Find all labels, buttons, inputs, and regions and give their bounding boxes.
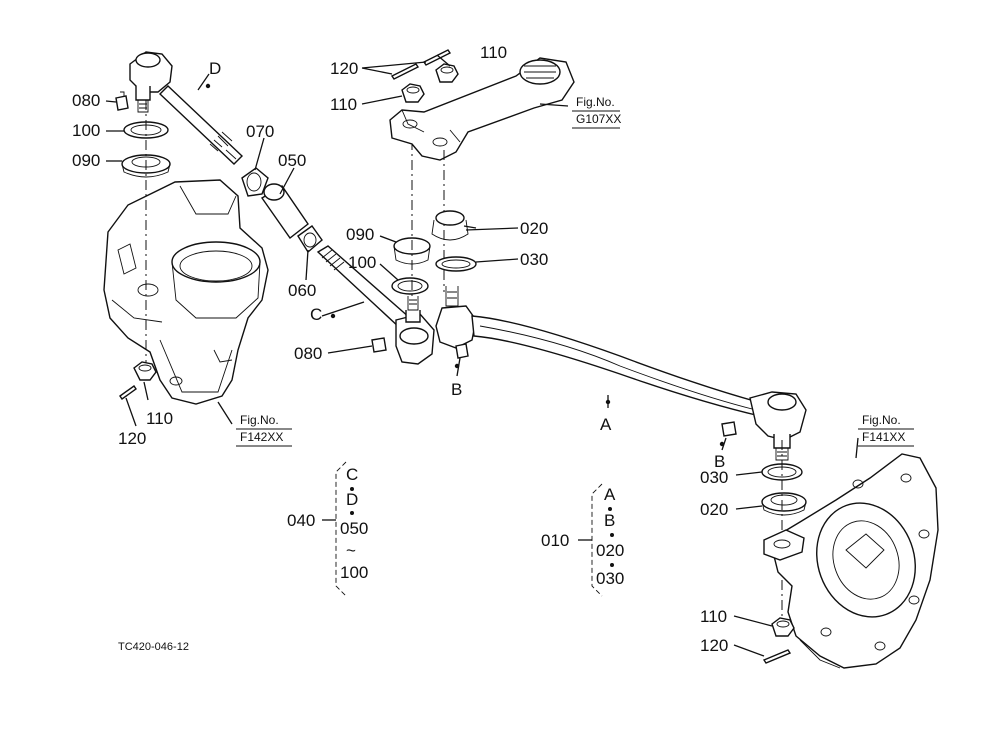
letter-b-right: B [714, 452, 725, 471]
part-110-left-bottom: 110 [146, 409, 173, 428]
fig-ref-label: Fig.No. [240, 413, 279, 427]
assembly-040: 040 C D 050 ~ 100 [287, 461, 368, 597]
tie-rod-d [129, 51, 244, 165]
leader-dot [605, 399, 611, 405]
part-100-mid: 100 [348, 253, 376, 272]
assembly-010: 010 A B 020 030 [541, 483, 624, 597]
mid-left-seal-stack [391, 237, 431, 295]
leader-dot [205, 83, 211, 89]
tie-rod-a [435, 286, 807, 461]
letter-d: D [209, 59, 221, 78]
tie-rod-c [316, 245, 435, 365]
letter-c: C [310, 305, 322, 324]
part-030-mid: 030 [520, 250, 548, 269]
drawing-code: TC420-046-12 [118, 641, 189, 653]
part-050: 050 [278, 151, 306, 170]
letter-b-mid: B [451, 380, 462, 399]
part-110-top-right: 110 [480, 43, 507, 62]
figure-ref-f141: Fig.No. F141XX [858, 413, 914, 447]
assembly-member: A [604, 485, 616, 504]
right-seal-stack [761, 463, 807, 516]
fig-ref-code: F141XX [862, 430, 905, 444]
left-bottom-nut-pin [119, 361, 157, 400]
figure-ref-g107: Fig.No. G107XX [572, 95, 621, 129]
part-080-mid: 080 [294, 344, 322, 363]
part-060: 060 [288, 281, 316, 300]
assembly-member: 030 [596, 569, 624, 588]
assembly-member: 020 [596, 541, 624, 560]
assembly-member: D [346, 490, 358, 509]
fig-ref-code: F142XX [240, 430, 283, 444]
part-080-left: 080 [72, 91, 100, 110]
left-seal-stack [115, 91, 171, 178]
part-020-mid: 020 [520, 219, 548, 238]
assembly-id: 010 [541, 531, 569, 550]
adjusting-sleeve-group [241, 167, 323, 254]
pitman-arm [389, 49, 575, 161]
part-070: 070 [246, 122, 274, 141]
part-120-right-bottom: 120 [700, 636, 728, 655]
part-030-right: 030 [700, 468, 728, 487]
letter-a: A [600, 415, 612, 434]
part-020-right: 020 [700, 500, 728, 519]
leader-lines [105, 54, 859, 657]
fig-ref-label: Fig.No. [862, 413, 901, 427]
fig-ref-label: Fig.No. [576, 95, 615, 109]
fig-ref-code: G107XX [576, 112, 621, 126]
part-labels: D 120 110 110 080 100 090 070 050 060 09… [72, 43, 728, 655]
leader-dot [719, 441, 725, 447]
right-bottom-nut-pin [762, 617, 795, 664]
leader-dot [454, 363, 460, 369]
mid-right-seal-stack [431, 210, 477, 272]
figure-ref-f142: Fig.No. F142XX [236, 413, 292, 447]
assembly-member: 050 [340, 519, 368, 538]
assembly-id: 040 [287, 511, 315, 530]
right-knuckle-housing [763, 453, 939, 669]
leader-dot [330, 313, 336, 319]
part-090-left: 090 [72, 151, 100, 170]
part-090-mid: 090 [346, 225, 374, 244]
assembly-member: B [604, 511, 615, 530]
part-120-left-bottom: 120 [118, 429, 146, 448]
part-100-left: 100 [72, 121, 100, 140]
assembly-member: 100 [340, 563, 368, 582]
assembly-member: ~ [346, 541, 356, 560]
part-120-top: 120 [330, 59, 358, 78]
part-110-top-left: 110 [330, 95, 357, 114]
part-110-right-bottom: 110 [700, 607, 727, 626]
assembly-member: C [346, 465, 358, 484]
left-knuckle-housing [103, 179, 269, 405]
